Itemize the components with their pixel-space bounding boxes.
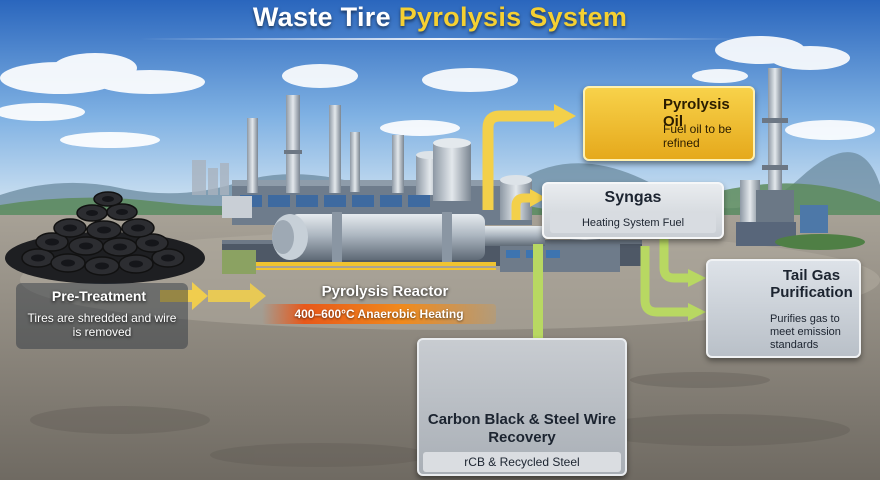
cloud-left-icon	[0, 53, 205, 148]
title-part-1: Waste Tire	[252, 2, 391, 32]
title-part-2: Pyrolysis System	[398, 2, 628, 32]
pretreatment-description: Tires are shredded and wire is removed	[27, 311, 177, 339]
smokestack-icon	[247, 95, 404, 193]
tall-chimney-icon	[736, 68, 828, 246]
tailgas-description: Purifies gas to meet emission standards	[770, 313, 841, 351]
tire-pile-icon	[5, 191, 205, 284]
oil-title: Pyrolysis Oil	[663, 96, 730, 130]
oil-description: Fuel oil to be refined	[663, 122, 732, 150]
cloud-right-icon	[692, 36, 875, 140]
carbon-recovery-box: Carbon Black & Steel Wire Recovery rCB &…	[417, 338, 627, 476]
pretreatment-panel	[16, 283, 188, 349]
syngas-title: Syngas	[604, 189, 662, 206]
pretreatment-title: Pre-Treatment	[51, 288, 147, 304]
syngas-box: Syngas Heating System Fuel	[542, 182, 724, 239]
reactor-title: Pyrolysis Reactor	[321, 283, 449, 300]
tailgas-title: Tail Gas Purification	[770, 267, 853, 301]
page-title: Waste Tire Pyrolysis System	[0, 2, 880, 33]
arrow-syngas-to-tailgas-icon	[640, 238, 706, 321]
title-divider	[140, 38, 740, 40]
carbon-description: rCB & Recycled Steel	[423, 452, 621, 472]
syngas-description: Heating System Fuel	[550, 213, 716, 233]
arrow-to-syngas-icon	[511, 189, 546, 220]
arrow-to-oil-icon	[482, 104, 576, 210]
pyrolysis-oil-box: Pyrolysis Oil Fuel oil to be refined	[583, 86, 755, 161]
pyrolysis-reactor-icon	[272, 212, 545, 262]
cloud-center-icon	[282, 64, 518, 136]
tail-gas-box: Tail Gas Purification Purifies gas to me…	[706, 259, 861, 358]
carbon-title: Carbon Black & Steel Wire Recovery	[427, 411, 617, 446]
arrow-pretreatment-to-reactor-icon	[160, 282, 266, 310]
reactor-condition: 400–600°C Anaerobic Heating	[262, 304, 496, 324]
